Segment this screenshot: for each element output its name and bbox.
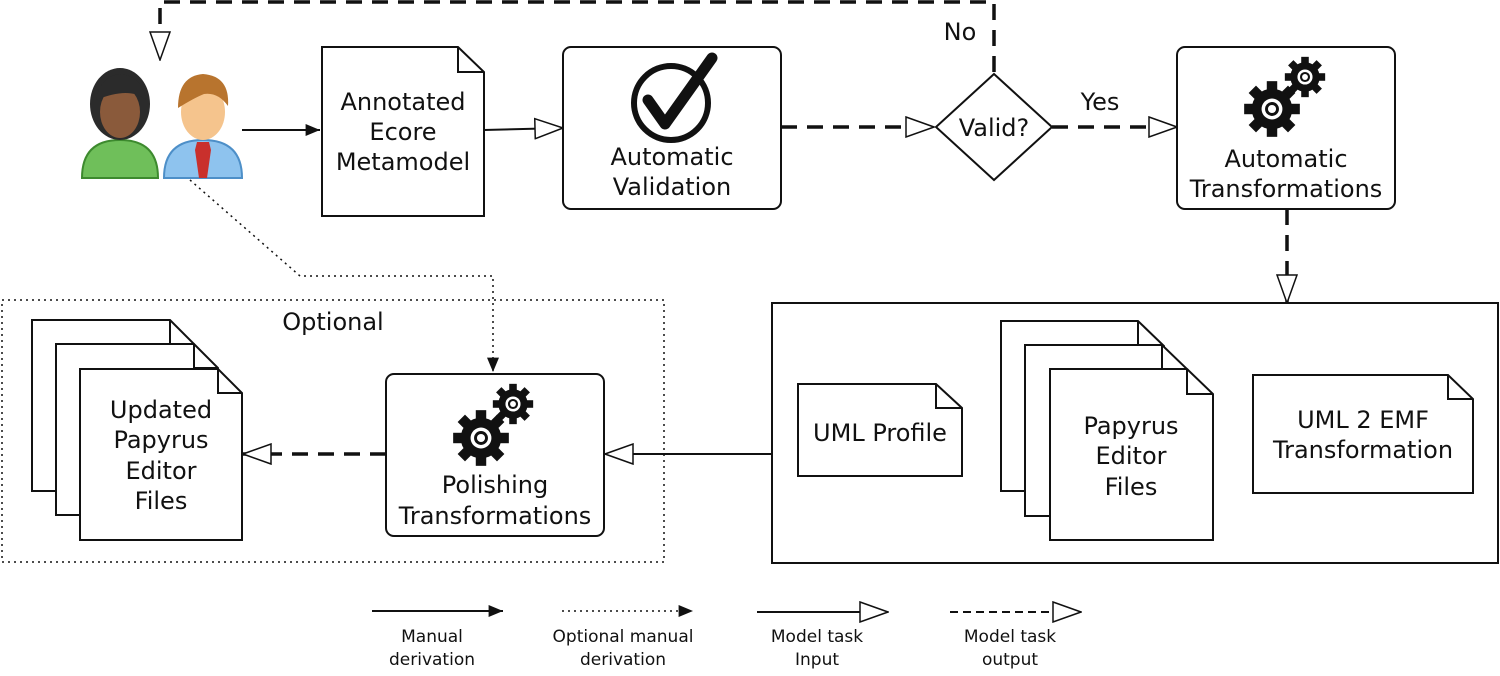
optional-region [1, 299, 665, 563]
legend-2-line-2: derivation [580, 650, 666, 670]
legend-4-line-1: Model task [964, 627, 1056, 647]
automatic-transformations-box: Automatic Transformations [1176, 46, 1396, 210]
updated-papyrus-files-stack: Updated Papyrus Editor Files [31, 319, 243, 541]
decision-label: Valid? [959, 114, 1030, 142]
papyrus-line-2: Editor [1095, 442, 1166, 470]
papyrus-line-1: Papyrus [1083, 412, 1178, 440]
uml2emf-transformation-doc: UML 2 EMF Transformation [1252, 374, 1474, 494]
uml2emf-line-2: Transformation [1272, 436, 1453, 464]
legend-3-line-1: Model task [771, 627, 863, 647]
yes-label: Yes [1080, 88, 1120, 116]
legend-model-task-output: Model task output [950, 612, 1081, 670]
checkmark-icon [631, 52, 718, 143]
polishing-line-1: Polishing [442, 471, 548, 499]
annotated-line-1: Annotated [340, 88, 465, 116]
automatic-validation-box: Automatic Validation [562, 46, 782, 210]
model-task-input-edge [483, 128, 563, 130]
optional-label: Optional [282, 308, 383, 336]
legend-2-line-1: Optional manual [553, 627, 694, 647]
polishing-line-2: Transformations [398, 502, 592, 530]
legend-optional-manual-derivation: Optional manual derivation [553, 605, 694, 670]
legend-4-line-2: output [982, 650, 1038, 670]
annotated-ecore-metamodel: Annotated Ecore Metamodel [321, 46, 485, 217]
legend-manual-derivation: Manual derivation [372, 605, 503, 670]
updated-line-3: Editor [125, 457, 196, 485]
users-icon [80, 68, 244, 179]
papyrus-line-3: Files [1105, 473, 1158, 501]
legend-3-line-2: Input [795, 650, 839, 670]
annotated-line-2: Ecore [369, 118, 436, 146]
legend: Manual derivation Optional manual deriva… [372, 611, 1081, 670]
papyrus-editor-files-stack: Papyrus Editor Files [1000, 320, 1214, 541]
updated-line-2: Papyrus [113, 426, 208, 454]
validation-line-2: Validation [613, 173, 732, 201]
annotated-line-3: Metamodel [336, 148, 470, 176]
legend-model-task-input: Model task Input [757, 612, 888, 670]
uml-profile-label: UML Profile [813, 419, 947, 447]
legend-1-line-1: Manual [401, 627, 463, 647]
validation-line-1: Automatic [610, 143, 733, 171]
updated-line-4: Files [135, 487, 188, 515]
auto-transform-line-1: Automatic [1224, 145, 1347, 173]
uml2emf-line-1: UML 2 EMF [1297, 406, 1429, 434]
auto-transform-line-2: Transformations [1189, 175, 1383, 203]
legend-1-line-2: derivation [389, 650, 475, 670]
optional-manual-derivation-edge [189, 179, 499, 372]
updated-line-1: Updated [110, 396, 212, 424]
no-feedback-edge [160, 0, 996, 72]
no-label: No [944, 18, 977, 46]
valid-decision: Valid? [934, 72, 1054, 182]
uml-profile-doc: UML Profile [797, 383, 963, 477]
polishing-transformations-box: Polishing Transformations [385, 373, 605, 537]
